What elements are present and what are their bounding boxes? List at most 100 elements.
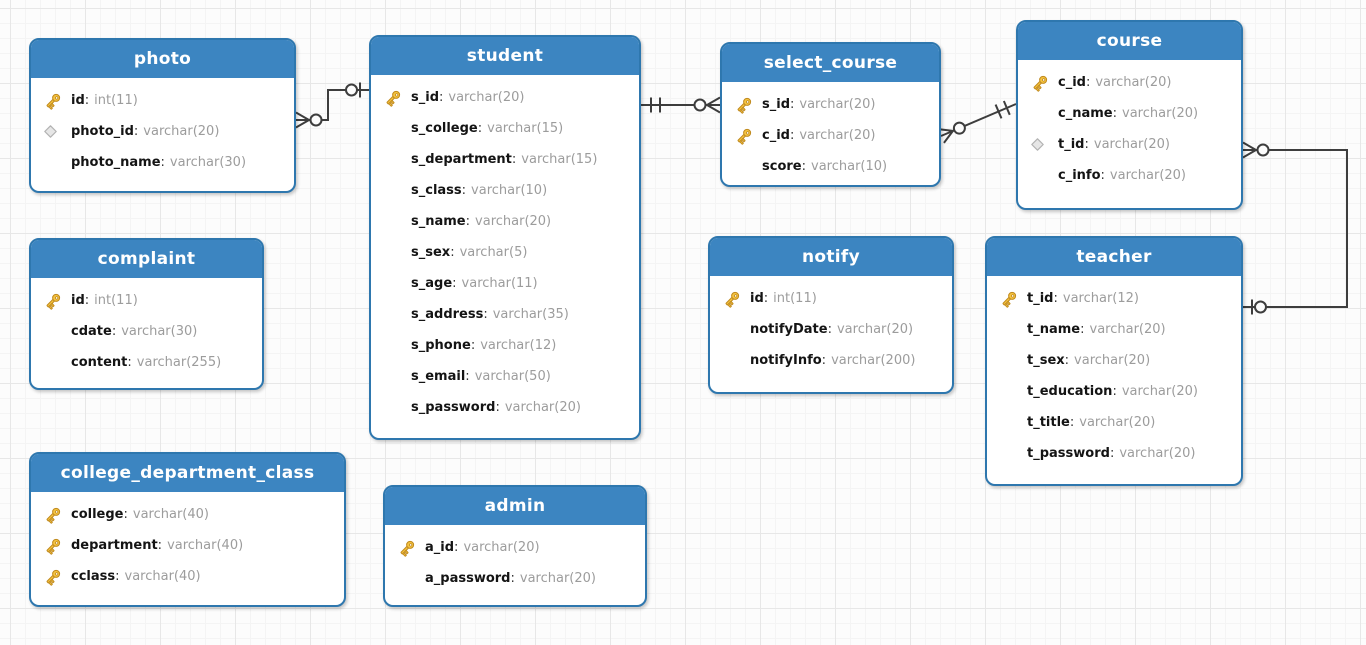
- field-type: varchar(40): [167, 538, 244, 553]
- table-course[interactable]: course c_id:varchar(20)c_name:varchar(20…: [1016, 20, 1243, 210]
- field-row[interactable]: t_title:varchar(20): [999, 407, 1233, 438]
- table-college_department_class[interactable]: college_department_class college:varchar…: [29, 452, 346, 607]
- field-row[interactable]: t_id: varchar(12): [999, 283, 1233, 314]
- field-separator: :: [127, 355, 132, 370]
- field-name: notifyInfo: [750, 353, 822, 368]
- field-name: t_title: [1027, 415, 1070, 430]
- relationship-line-photo-student[interactable]: [296, 89, 369, 121]
- field-row[interactable]: cdate:varchar(30): [43, 316, 254, 347]
- table-notify[interactable]: notify id:int(11)notifyDate:varchar(20)n…: [708, 236, 954, 394]
- table-admin[interactable]: admin a_id:varchar(20)a_password:varchar…: [383, 485, 647, 607]
- field-row[interactable]: id:int(11): [43, 285, 254, 316]
- field-name: t_id: [1027, 291, 1054, 306]
- field-name: s_name: [411, 214, 466, 229]
- table-title[interactable]: notify: [710, 238, 952, 278]
- field-row[interactable]: photo_id:varchar(20): [43, 116, 286, 147]
- field-row[interactable]: s_email:varchar(50): [383, 361, 631, 392]
- field-row[interactable]: s_name:varchar(20): [383, 206, 631, 237]
- field-separator: :: [1085, 75, 1091, 90]
- table-fields: id:int(11)notifyDate:varchar(20)notifyIn…: [710, 278, 952, 382]
- field-row[interactable]: s_phone:varchar(12): [383, 330, 631, 361]
- table-select_course[interactable]: select_course s_id:varchar(20) c_id:varc…: [720, 42, 941, 187]
- field-row[interactable]: s_address:varchar(35): [383, 299, 631, 330]
- field-row[interactable]: t_password:varchar(20): [999, 438, 1233, 469]
- field-row[interactable]: id:int(11): [43, 85, 286, 116]
- field-separator: :: [511, 152, 517, 167]
- field-type: varchar(15): [487, 121, 564, 136]
- field-row[interactable]: notifyInfo:varchar(200): [722, 345, 944, 376]
- field-row[interactable]: notifyDate:varchar(20): [722, 314, 944, 345]
- field-row[interactable]: s_id:varchar(20): [734, 89, 931, 120]
- field-row[interactable]: s_id:varchar(20): [383, 82, 631, 113]
- table-title[interactable]: admin: [385, 487, 645, 527]
- field-separator: :: [1109, 446, 1115, 461]
- field-row[interactable]: c_name:varchar(20): [1030, 98, 1233, 129]
- index-diamond-icon: [1030, 137, 1058, 152]
- field-row[interactable]: t_sex:varchar(20): [999, 345, 1233, 376]
- table-title[interactable]: complaint: [31, 240, 262, 280]
- field-row[interactable]: c_id:varchar(20): [734, 120, 931, 151]
- field-row[interactable]: photo_name:varchar(30): [43, 147, 286, 178]
- table-teacher[interactable]: teacher t_id: varchar(12) t_name:varchar(2…: [985, 236, 1243, 486]
- table-title[interactable]: photo: [31, 40, 294, 80]
- field-row[interactable]: id:int(11): [722, 283, 944, 314]
- field-row[interactable]: cclass:varchar(40): [43, 561, 336, 592]
- field-name: notifyDate: [750, 322, 828, 337]
- field-row[interactable]: s_sex:varchar(5): [383, 237, 631, 268]
- relationship-line-select_course-course[interactable]: [940, 103, 1017, 137]
- field-separator: :: [495, 400, 500, 415]
- field-type: varchar(30): [169, 155, 247, 170]
- field-type: varchar(10): [811, 159, 888, 174]
- primary-key-icon: [43, 567, 71, 587]
- field-row[interactable]: score:varchar(10): [734, 151, 931, 182]
- field-separator: :: [123, 507, 128, 522]
- field-type: varchar(40): [124, 569, 201, 584]
- field-row[interactable]: a_id:varchar(20): [397, 532, 637, 563]
- table-fields: s_id:varchar(20) c_id:varchar(20)score:v…: [722, 84, 939, 185]
- table-complaint[interactable]: complaint id:int(11)cdate:varchar(30)con…: [29, 238, 264, 390]
- field-type: varchar(12): [1062, 291, 1139, 306]
- field-row[interactable]: content:varchar(255): [43, 347, 254, 378]
- field-row[interactable]: c_id:varchar(20): [1030, 67, 1233, 98]
- table-title[interactable]: teacher: [987, 238, 1241, 278]
- field-separator: :: [465, 369, 470, 384]
- field-name: cclass: [71, 569, 116, 584]
- table-student[interactable]: student s_id:varchar(20)s_college:varcha…: [369, 35, 641, 440]
- table-photo[interactable]: photo id:int(11) photo_id:varchar(20)pho…: [29, 38, 296, 193]
- field-separator: :: [470, 338, 476, 353]
- table-title[interactable]: course: [1018, 22, 1241, 62]
- field-separator: :: [160, 155, 165, 170]
- field-type: varchar(20): [1109, 168, 1187, 183]
- field-name: t_id: [1058, 137, 1085, 152]
- field-type: varchar(10): [471, 183, 548, 198]
- relationship-line-course-teacher[interactable]: [1243, 149, 1348, 308]
- table-title[interactable]: college_department_class: [31, 454, 344, 494]
- field-name: c_id: [1058, 75, 1086, 90]
- field-separator: :: [1069, 415, 1075, 430]
- field-name: id: [750, 291, 764, 306]
- field-name: s_id: [762, 97, 790, 112]
- field-row[interactable]: s_college:varchar(15): [383, 113, 631, 144]
- field-row[interactable]: college:varchar(40): [43, 499, 336, 530]
- field-row[interactable]: s_class:varchar(10): [383, 175, 631, 206]
- field-row[interactable]: a_password:varchar(20): [397, 563, 637, 594]
- field-row[interactable]: department:varchar(40): [43, 530, 336, 561]
- table-fields: id:int(11) photo_id:varchar(20)photo_nam…: [31, 80, 294, 184]
- field-row[interactable]: c_info:varchar(20): [1030, 160, 1233, 191]
- field-row[interactable]: t_education:varchar(20): [999, 376, 1233, 407]
- field-separator: :: [510, 571, 515, 586]
- field-separator: :: [1053, 291, 1058, 306]
- field-name: t_name: [1027, 322, 1081, 337]
- field-row[interactable]: s_age:varchar(11): [383, 268, 631, 299]
- table-title[interactable]: select_course: [722, 44, 939, 84]
- field-type: varchar(30): [121, 324, 198, 339]
- cardinality-zero-or-many-photo: [295, 111, 323, 129]
- field-row[interactable]: t_id:varchar(20): [1030, 129, 1233, 160]
- field-row[interactable]: t_name:varchar(20): [999, 314, 1233, 345]
- field-name: s_college: [411, 121, 478, 136]
- field-row[interactable]: s_department:varchar(15): [383, 144, 631, 175]
- field-row[interactable]: s_password:varchar(20): [383, 392, 631, 423]
- table-title[interactable]: student: [371, 37, 639, 77]
- field-type: varchar(5): [459, 245, 528, 260]
